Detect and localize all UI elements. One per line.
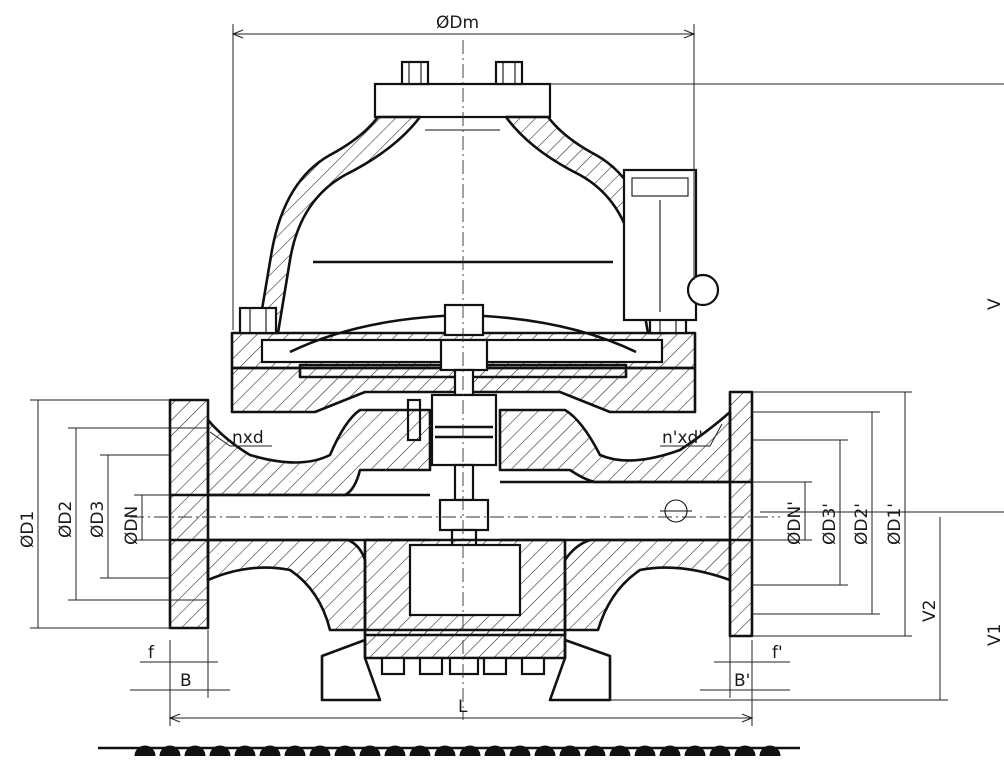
label-dn-prime: ØDN'	[785, 501, 805, 545]
valve-body	[168, 390, 754, 702]
label-d3: ØD3	[88, 501, 108, 538]
top-bolt-right	[494, 60, 524, 86]
label-l: L	[458, 697, 468, 717]
label-nxd-prime: n'xd'	[662, 428, 703, 448]
label-nxd: nxd	[232, 428, 264, 448]
ground-line	[98, 745, 800, 757]
indicator-tube	[622, 168, 720, 322]
label-d2: ØD2	[56, 501, 76, 538]
label-dn: ØDN	[122, 506, 142, 545]
dimension-labels: ØDm nxd n'xd' f B f' B' L ØD1 ØD2 ØD3 ØD…	[18, 13, 1004, 717]
label-d1: ØD1	[18, 511, 38, 548]
label-b-prime: B'	[734, 671, 750, 691]
label-f-prime: f'	[772, 643, 783, 663]
center-lines	[130, 40, 780, 720]
label-d2-prime: ØD2'	[852, 503, 872, 545]
label-d1-prime: ØD1'	[885, 503, 905, 545]
label-v2: V2	[920, 600, 940, 622]
label-d3-prime: ØD3'	[820, 503, 840, 545]
dimensions	[30, 24, 1004, 726]
label-v: V	[985, 298, 1004, 310]
top-bolt-left	[400, 60, 430, 86]
label-f: f	[148, 643, 155, 663]
label-b: B	[180, 671, 192, 691]
label-dm: ØDm	[436, 13, 479, 33]
label-v1: V1	[985, 624, 1004, 646]
bonnet-bolt-left	[238, 306, 278, 335]
